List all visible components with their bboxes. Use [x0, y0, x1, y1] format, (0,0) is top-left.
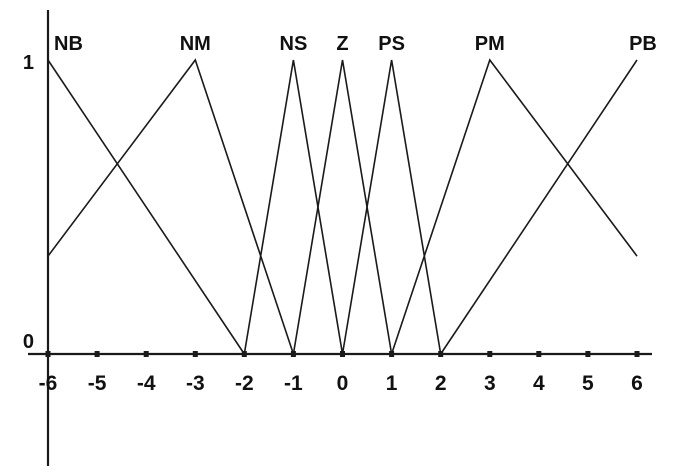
x-tick-label: 1 [386, 372, 398, 395]
x-tick-mark [192, 351, 198, 357]
x-tick-mark [94, 351, 100, 357]
series-label-ps: PS [378, 33, 405, 55]
series-line-nb [47, 59, 245, 355]
x-tick-label: -6 [39, 372, 58, 395]
series-label-pm: PM [475, 33, 505, 55]
x-tick-label: 2 [435, 372, 447, 395]
x-tick-label: -1 [284, 372, 303, 395]
x-tick-mark [634, 351, 640, 357]
x-tick-label: 3 [484, 372, 496, 395]
series-line-z [292, 59, 393, 355]
y-tick-label: 1 [23, 52, 34, 74]
x-tick-label: -3 [186, 372, 205, 395]
x-tick-mark [143, 351, 149, 357]
x-tick-label: -5 [88, 372, 107, 395]
series-line-pm [390, 58, 638, 355]
series-line-ns [243, 59, 344, 355]
series-label-nm: NM [180, 33, 211, 55]
series-line-nm [47, 58, 295, 355]
x-tick-mark [585, 351, 591, 357]
x-tick-mark [45, 351, 51, 357]
series-line-pb [440, 59, 638, 355]
y-tick-label: 0 [23, 331, 34, 353]
x-tick-label: 4 [533, 372, 545, 395]
x-tick-label: 5 [582, 372, 594, 395]
x-tick-label: 0 [337, 372, 349, 395]
x-tick-label: -2 [235, 372, 254, 395]
x-tick-mark [487, 351, 493, 357]
text-labels: -6 -5 -4 -3 -2 -1 0 1 2 3 4 5 6 0 1 NB NM NS Z PS PM PB [23, 33, 657, 395]
series-lines [47, 58, 638, 355]
series-label-pb: PB [629, 33, 657, 55]
x-tick-label: 6 [631, 372, 643, 395]
x-tick-mark [536, 351, 542, 357]
series-label-z: Z [336, 33, 348, 55]
series-label-ns: NS [280, 33, 308, 55]
series-line-ps [341, 59, 442, 355]
x-tick-label: -4 [137, 372, 156, 395]
series-label-nb: NB [54, 33, 83, 55]
